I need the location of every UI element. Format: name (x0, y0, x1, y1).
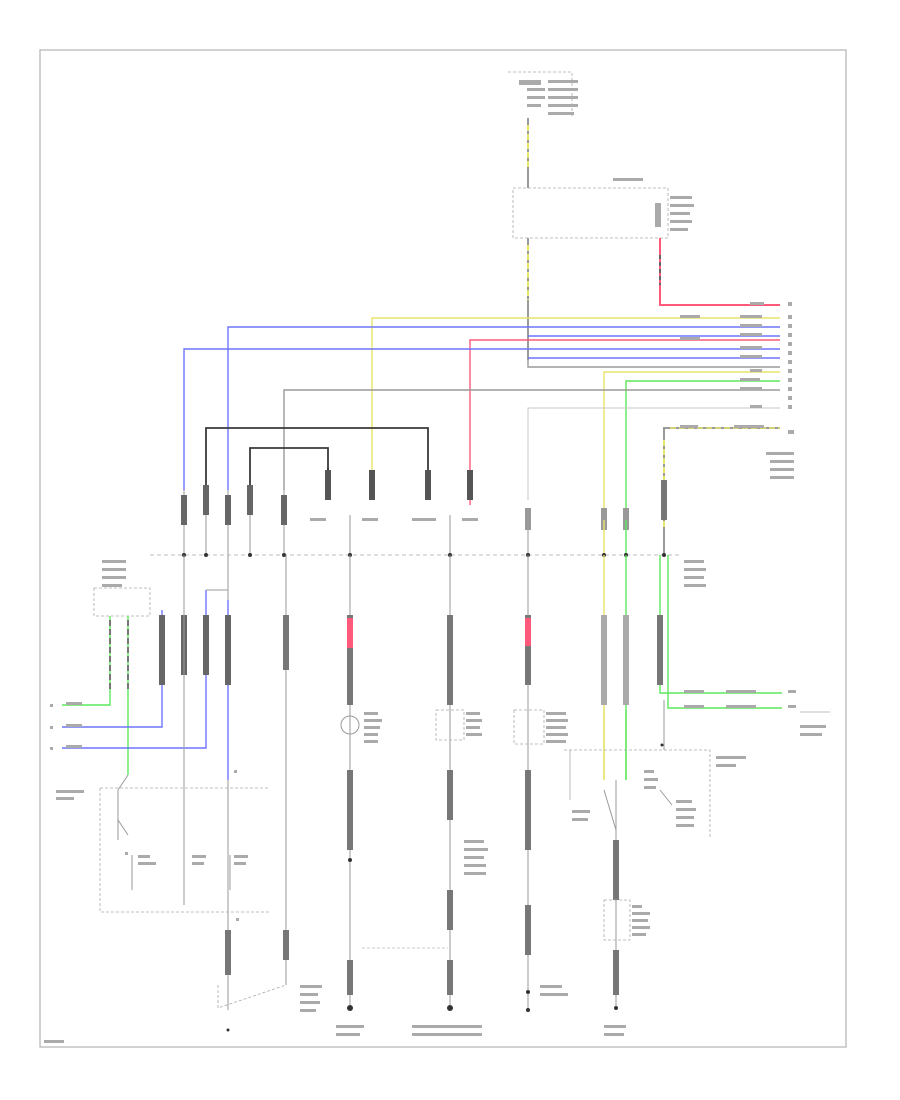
harness-wire-labels (680, 302, 764, 428)
red-feed-wire (659, 238, 780, 306)
diagram-frame (39, 49, 847, 1048)
footer-code (44, 1040, 64, 1043)
harness-bundle (183, 317, 780, 555)
lower-left-control-box (56, 770, 270, 921)
bus-label (684, 560, 704, 563)
upper-vertical-wires (181, 470, 667, 600)
right-switch-component (564, 743, 746, 838)
relay-component (512, 178, 694, 239)
dark-ground-wire-2 (249, 447, 329, 490)
right-connector-pins (766, 302, 794, 479)
right-green-wires (657, 555, 830, 750)
dark-ground-wire (205, 427, 429, 500)
lower-circuits (217, 555, 650, 1036)
top-fuse-component (508, 71, 578, 118)
left-wiring (50, 555, 231, 905)
left-switch-component (93, 560, 151, 617)
